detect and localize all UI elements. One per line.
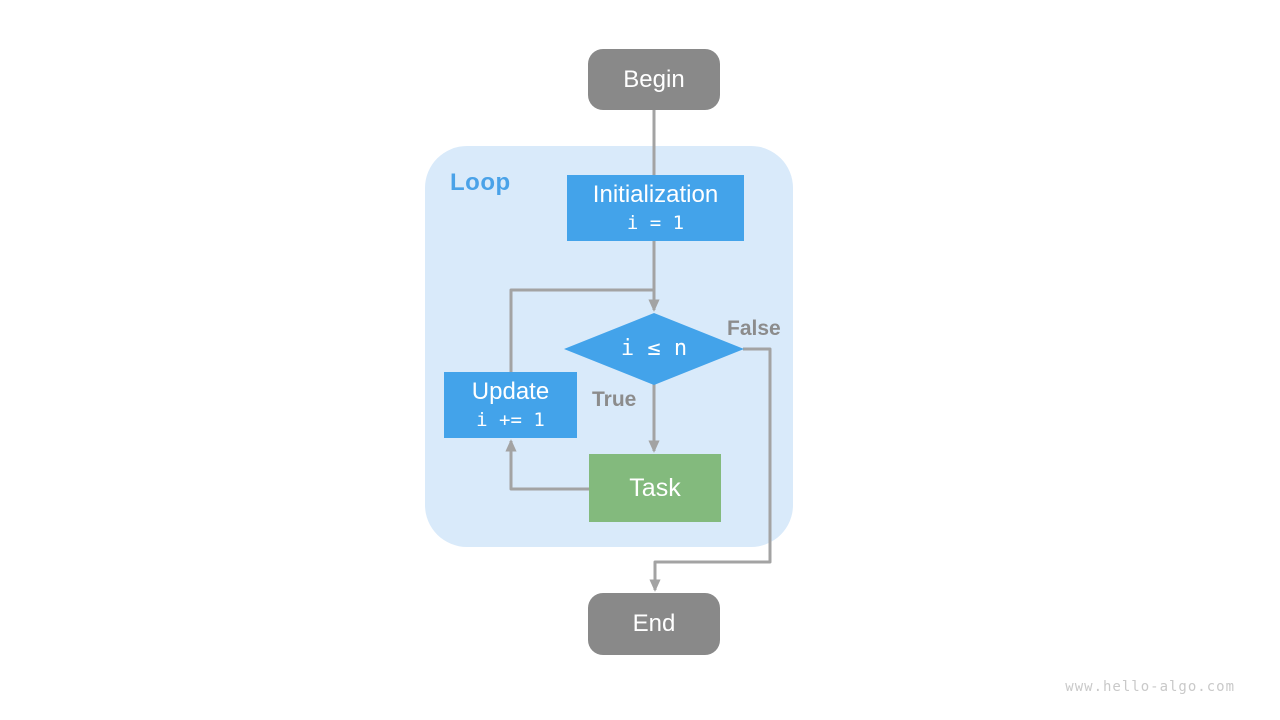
node-end-label: End [632, 610, 676, 638]
edge-label-true: True [592, 388, 637, 411]
edge-update-to-condition [509, 288, 653, 375]
node-begin: Begin [588, 49, 720, 110]
node-update-title: Update [471, 378, 550, 406]
edge-task-to-update [505, 439, 590, 491]
node-condition-code: i ≤ n [620, 335, 688, 361]
node-end: End [588, 593, 720, 655]
loop-container-label: Loop [450, 169, 511, 196]
node-begin-label: Begin [623, 65, 685, 93]
node-initialization-title: Initialization [592, 181, 719, 209]
node-initialization-code: i = 1 [626, 211, 685, 234]
node-update-code: i += 1 [476, 408, 545, 431]
node-update: Update i += 1 [444, 372, 577, 438]
watermark: www.hello-algo.com [1065, 679, 1235, 695]
edge-condition-false-to-end [649, 347, 772, 592]
node-initialization: Initialization i = 1 [567, 175, 744, 241]
edge-label-false: False [727, 317, 781, 340]
node-task: Task [589, 454, 721, 522]
node-task-label: Task [629, 473, 681, 502]
